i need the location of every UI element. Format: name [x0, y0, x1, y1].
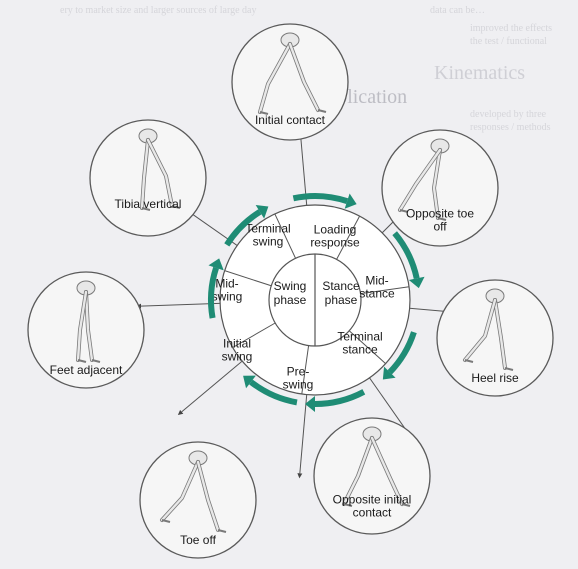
ring-label-mid-stance: Mid-stance [359, 274, 395, 301]
skeleton-legs-icon [398, 138, 450, 221]
ring-divider [274, 213, 297, 259]
event-bubble [381, 129, 499, 247]
ring-divider [232, 322, 276, 348]
ring-label-mid-swing: Mid-swing [212, 277, 243, 304]
phase-arrows [208, 193, 425, 412]
curved-arrow-icon [292, 193, 357, 209]
event-toe-off: Toe off [139, 441, 257, 559]
ring-divider [301, 345, 310, 395]
event-initial-contact: Initial contact [231, 23, 349, 141]
skeleton-legs-icon [463, 288, 514, 371]
event-label-initial-contact: Initial contact [255, 113, 326, 127]
event-label-feet-adjacent: Feet adjacent [50, 363, 123, 377]
skeleton-legs-icon [258, 32, 327, 115]
ring-divider [336, 215, 361, 260]
event-tibia-vertical: Tibia vertical [89, 119, 207, 237]
ring-divider [348, 330, 386, 364]
ring-divider [360, 286, 410, 295]
bg-heading-kinematics: Kinematics [434, 62, 526, 84]
event-bubble [139, 441, 257, 559]
event-label-tibia-vertical: Tibia vertical [115, 197, 182, 211]
curved-arrow-icon [392, 231, 425, 289]
event-bubble [436, 279, 554, 397]
event-label-heel-rise: Heel rise [471, 371, 519, 385]
ring-label-pre-swing: Pre-swing [283, 365, 314, 392]
curved-arrow-icon [224, 205, 269, 247]
bg-right-col-4: responses / methods [470, 122, 551, 133]
curved-arrow-icon [243, 375, 298, 406]
event-feet-adjacent: Feet adjacent [27, 271, 145, 389]
bg-text-top-left-2: data can be… [430, 5, 485, 16]
bg-text-top-left: ery to market size and larger sources of… [60, 5, 257, 16]
ring-dividers [224, 213, 410, 395]
event-label-toe-off: Toe off [180, 533, 216, 547]
skeleton-legs-icon [342, 426, 411, 507]
curved-arrow-icon [208, 258, 224, 319]
curved-arrow-icon [382, 331, 417, 380]
skeleton-legs-icon [160, 450, 227, 533]
ring-divider [224, 270, 272, 287]
skeleton-legs-icon [138, 128, 181, 211]
skeleton-legs-icon [76, 280, 101, 363]
curved-arrow-icon [305, 389, 366, 412]
bg-right-col-1: improved the effects [470, 23, 553, 34]
bg-right-col-2: the test / functional [470, 36, 547, 47]
bg-right-col-3: developed by three [470, 109, 547, 120]
event-heel-rise: Heel rise [436, 279, 554, 397]
